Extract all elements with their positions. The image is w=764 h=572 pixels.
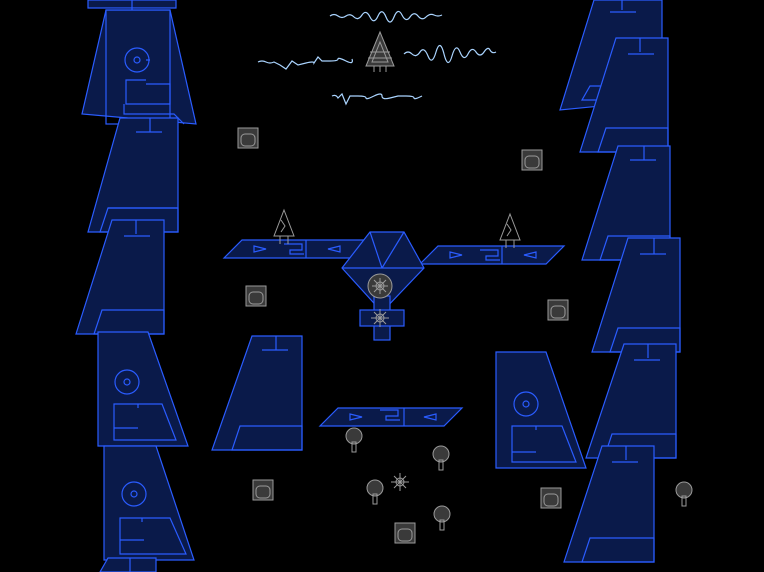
pylon-panel [75,219,165,335]
orb-sprout-icon [675,481,693,507]
signal-wave-icon [403,44,497,64]
ring-panel [81,9,197,125]
pylon-panel [585,343,677,459]
signal-wave-icon [329,10,443,23]
signal-wave-icon [331,92,423,106]
spirit-tree-icon [365,30,395,72]
pylon-panel [87,117,179,233]
ring-panel [495,351,587,469]
pod-block-icon [394,522,416,544]
gear-cross-icon [371,309,389,327]
spirit-tree-icon [273,208,295,244]
right-wall [559,0,681,563]
ring-panel [97,331,189,447]
pod-block-icon [540,487,562,509]
bridge-panel-right [418,245,566,265]
pod-block-icon [521,149,543,171]
bridge-panel-left [222,239,370,259]
left-wall [75,0,197,572]
pod-block-icon [252,479,274,501]
pylon-panel [563,445,655,563]
pod-block-icon [237,127,259,149]
ring-panel [103,445,195,561]
gear-cross-icon [391,473,409,491]
bridge-panel-bottom [318,407,464,427]
orb-sprout-icon [345,427,363,453]
pylon-panel [211,335,303,451]
signal-wave-icon [257,56,353,70]
pylon-panel [99,557,157,572]
orb-sprout-icon [366,479,384,505]
gear-cross-icon [367,273,393,299]
orb-sprout-icon [432,445,450,471]
orb-sprout-icon [433,505,451,531]
pod-block-icon [245,285,267,307]
spirit-tree-icon [499,212,521,248]
pylon-panel [591,237,681,353]
pod-block-icon [547,299,569,321]
